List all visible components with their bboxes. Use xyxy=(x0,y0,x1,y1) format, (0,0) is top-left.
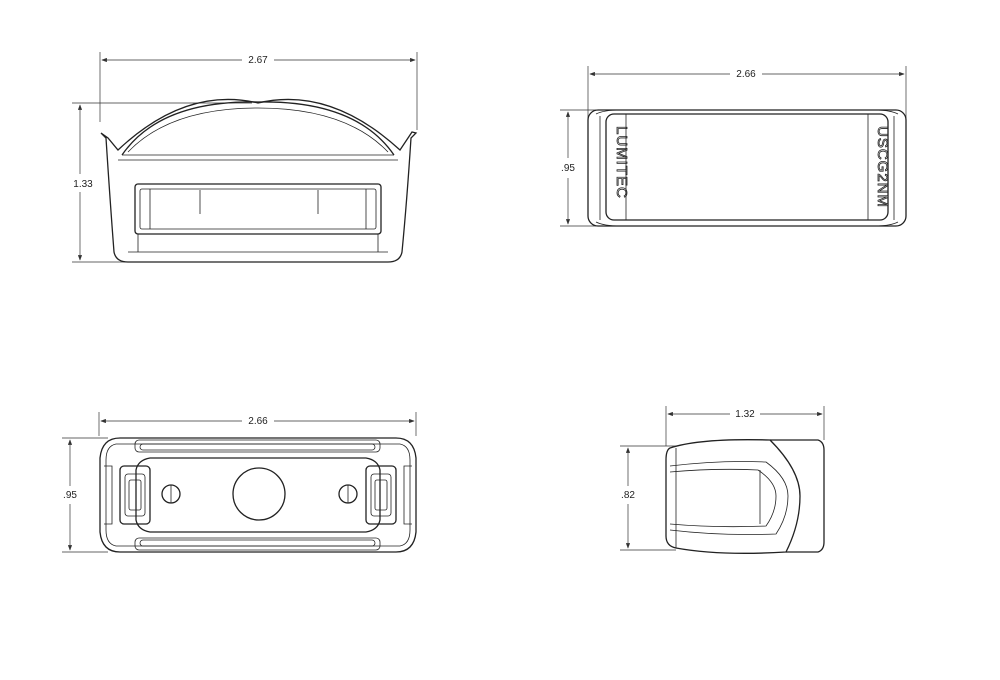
side-rear-housing xyxy=(770,439,825,553)
bottom-right-tab xyxy=(365,465,397,525)
top-view: 2.66 .95 LUMITEC USCG2NM xyxy=(560,66,907,227)
side-view: 1.32 .82 xyxy=(620,406,825,554)
top-body-outline xyxy=(587,109,907,227)
side-lens-shell xyxy=(665,439,801,554)
bottom-body-outline xyxy=(99,437,417,553)
front-height-dimension: 1.33 xyxy=(73,179,93,190)
side-width-dimension: 1.32 xyxy=(735,409,755,420)
front-body-outline xyxy=(100,98,418,263)
top-lens-panel xyxy=(605,113,889,221)
bottom-mounting-plate xyxy=(135,457,381,533)
bottom-height-dimension: .95 xyxy=(63,490,77,501)
bottom-left-tab xyxy=(119,465,151,525)
bottom-width-dimension: 2.66 xyxy=(248,416,268,427)
front-lens-window xyxy=(134,183,382,235)
engraving-lumitec: LUMITEC xyxy=(613,126,630,199)
top-width-dimension: 2.66 xyxy=(736,69,756,80)
top-height-dimension: .95 xyxy=(561,163,575,174)
front-width-dimension: 2.67 xyxy=(248,55,268,66)
front-view: 2.67 1.33 xyxy=(72,52,418,263)
front-dome xyxy=(121,101,395,156)
side-height-dimension: .82 xyxy=(621,490,635,501)
bottom-view: 2.66 .95 xyxy=(62,412,417,553)
engraving-uscg2nm: USCG2NM xyxy=(874,126,891,208)
bottom-cable-gland xyxy=(232,467,286,521)
